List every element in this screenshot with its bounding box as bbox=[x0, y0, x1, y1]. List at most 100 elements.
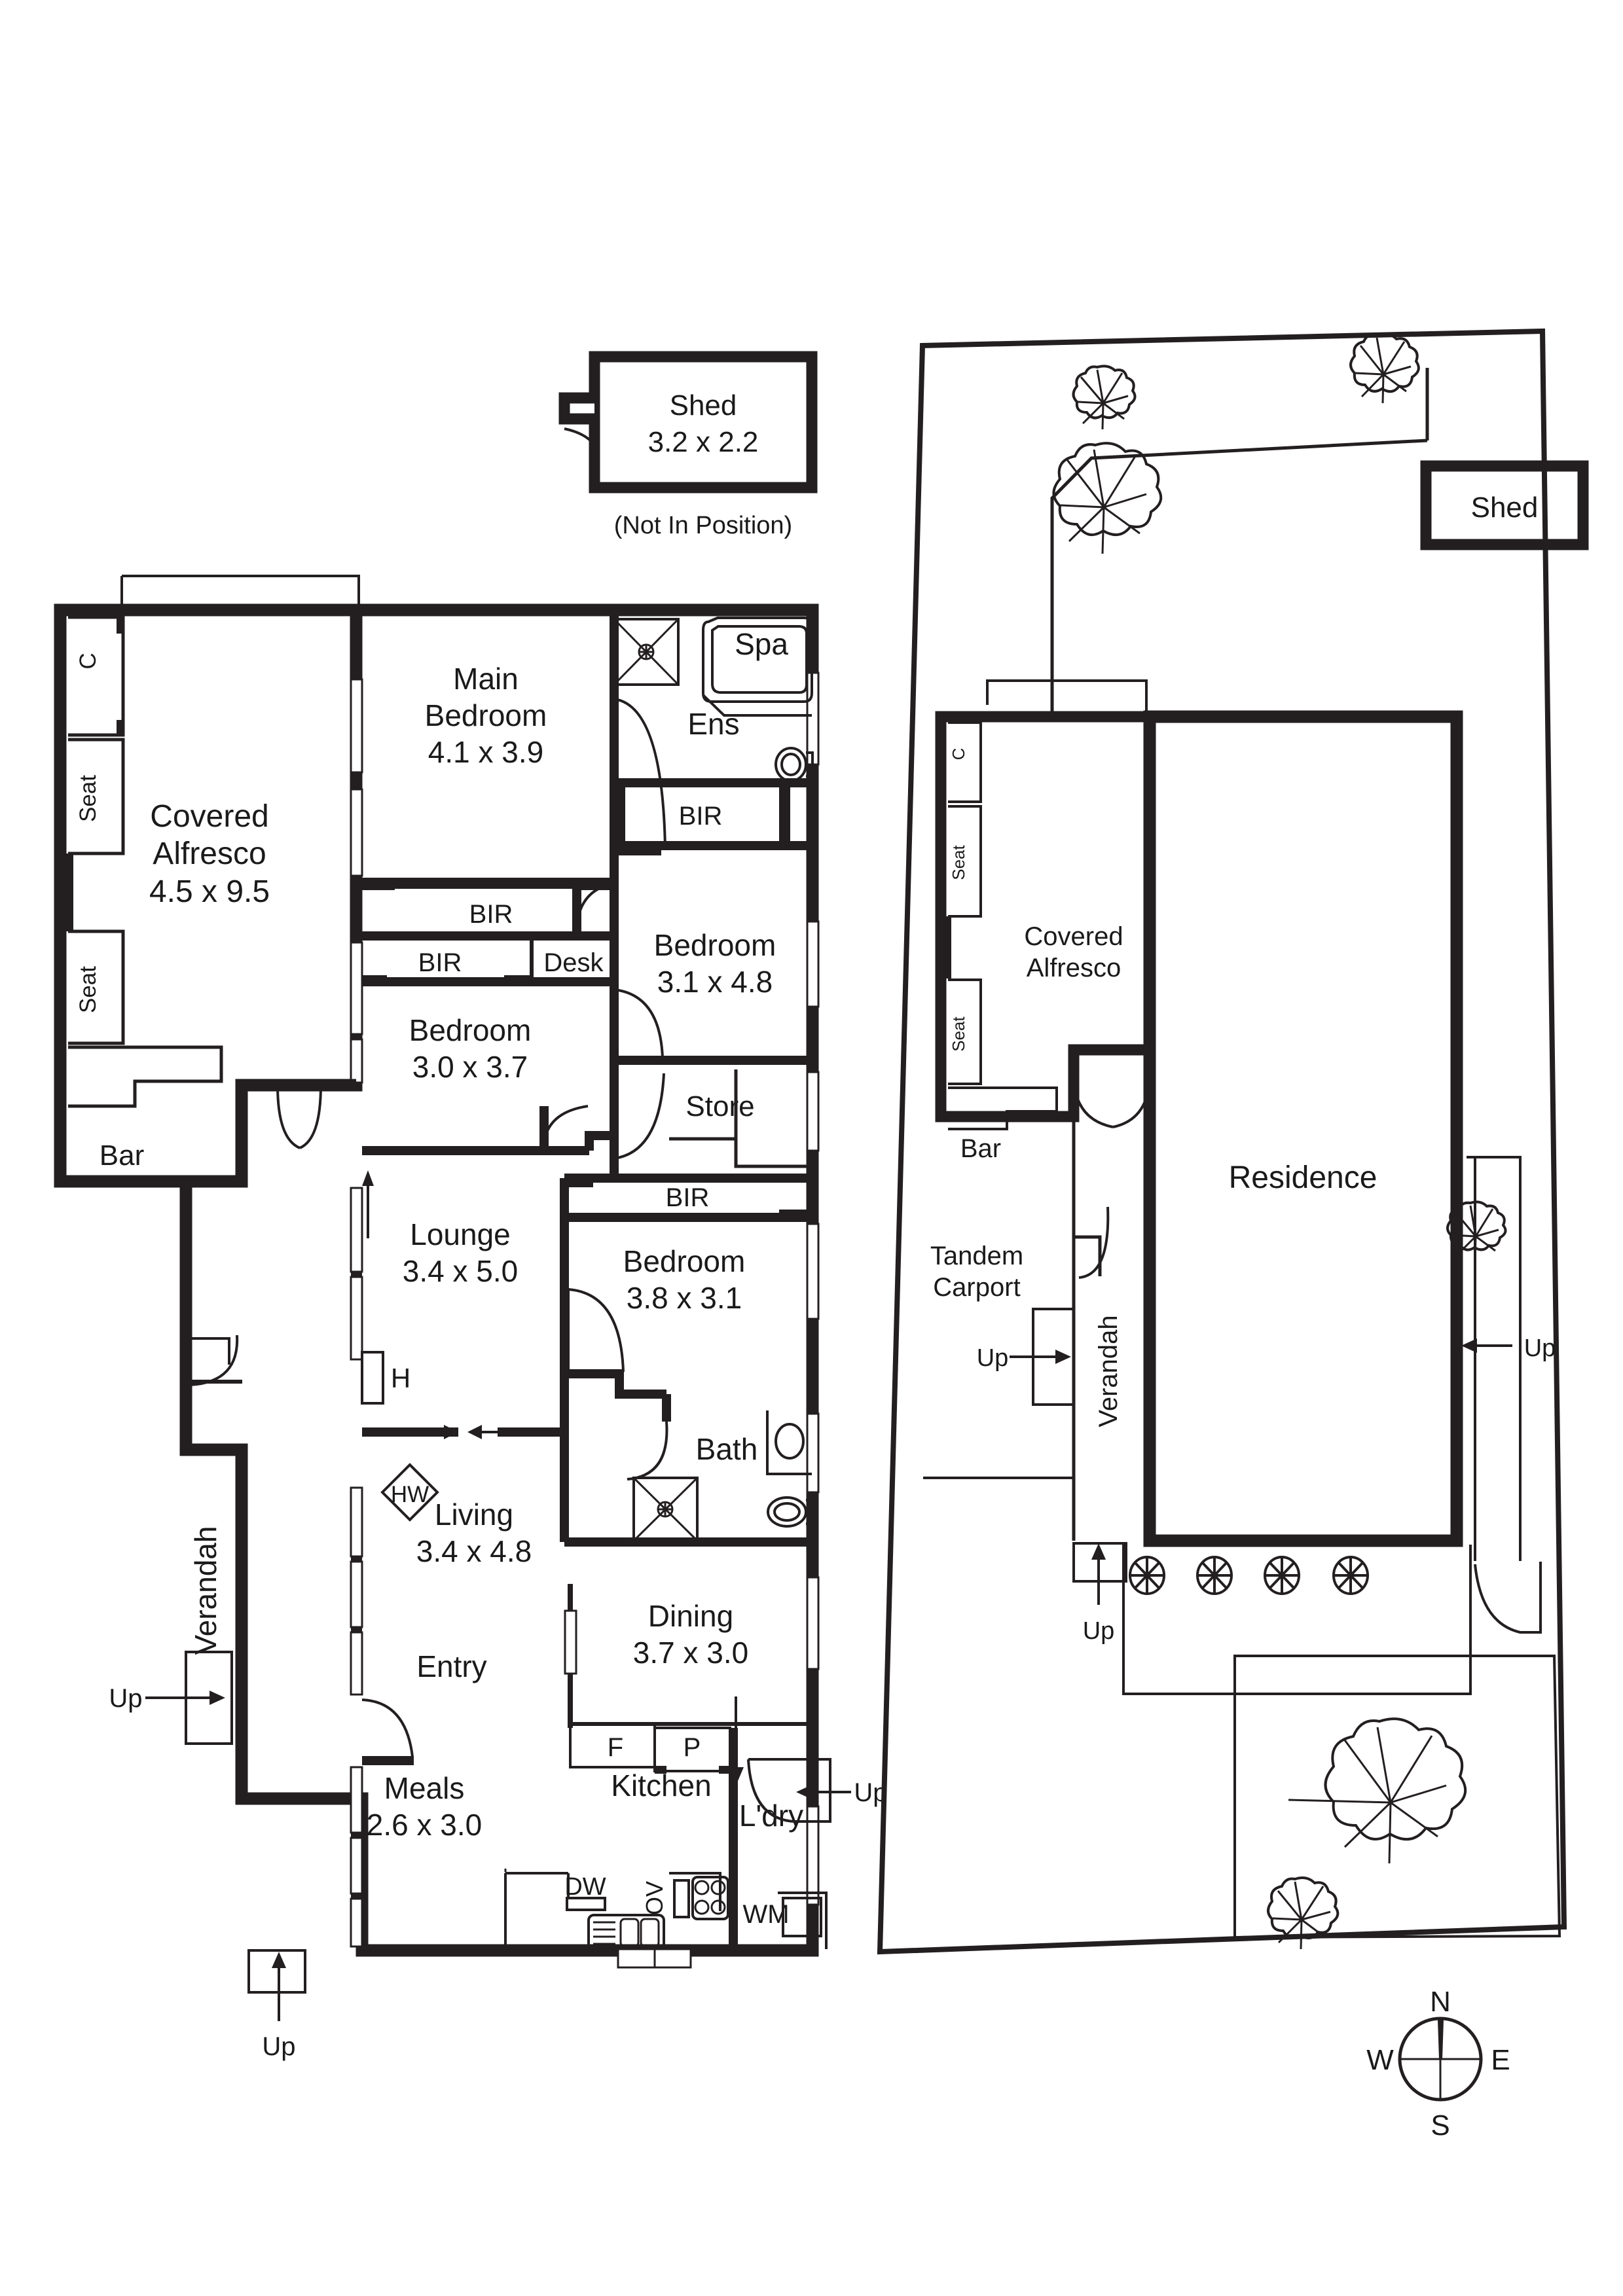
alfresco-seat-upper-label: Seat bbox=[75, 775, 101, 822]
bath-basin bbox=[775, 1423, 805, 1460]
dishwasher-label: DW bbox=[564, 1873, 606, 1901]
tree-icon bbox=[1349, 332, 1420, 404]
opening-arrow-head-b bbox=[467, 1425, 482, 1439]
window-bedroom3-b bbox=[350, 1038, 363, 1084]
site-cupboard-label: C bbox=[949, 748, 968, 761]
living-name: Living bbox=[435, 1498, 513, 1532]
verandah-up-arrow-head bbox=[210, 1691, 225, 1705]
window-divider-5 bbox=[351, 1627, 362, 1632]
site-alfresco-roof bbox=[986, 679, 1148, 717]
bir-ens-end-b bbox=[779, 783, 790, 846]
shed-door-swing bbox=[564, 427, 596, 446]
window-lounge-a bbox=[350, 1187, 363, 1273]
window-laundry bbox=[806, 1805, 820, 1906]
lounge-name: Lounge bbox=[410, 1217, 511, 1251]
desk-label: Desk bbox=[543, 948, 604, 977]
window-divider-6 bbox=[351, 1833, 362, 1838]
site-rear-garden bbox=[1233, 1655, 1561, 1939]
alfresco-name-line2: Alfresco bbox=[153, 836, 266, 871]
door-swing-alfresco-a bbox=[276, 1085, 301, 1149]
alfresco-seat-lower-label: Seat bbox=[75, 966, 101, 1013]
site-bar bbox=[948, 1086, 1058, 1130]
meals-step-box bbox=[247, 1949, 306, 1994]
opening-arrow-head-a bbox=[444, 1425, 458, 1439]
spa-platform bbox=[702, 694, 812, 717]
cupboard-end-b bbox=[117, 720, 124, 736]
window-store bbox=[806, 1071, 820, 1152]
shed-door-jamb bbox=[558, 392, 594, 425]
ensuite-label: Ens bbox=[687, 707, 739, 741]
spa-tub-outer bbox=[702, 617, 813, 703]
door-leaf-bed3 bbox=[539, 1106, 549, 1152]
tree-icon bbox=[1267, 1876, 1340, 1950]
compass-north-needle bbox=[1438, 2020, 1444, 2059]
bath-toilet-bowl bbox=[773, 1502, 801, 1522]
main-bedroom-dimensions: 4.1 x 3.9 bbox=[428, 735, 543, 769]
compass-west-label: W bbox=[1366, 2044, 1394, 2076]
window-lounge-b bbox=[350, 1276, 363, 1361]
site-shrub-row bbox=[1129, 1556, 1369, 1595]
door-swing-bed4 bbox=[568, 1288, 625, 1372]
bath-toilet-cistern bbox=[806, 1499, 814, 1525]
site-cupboard bbox=[948, 721, 982, 803]
bath-toilet bbox=[767, 1496, 807, 1528]
site-seat-lower bbox=[948, 978, 982, 1085]
sink-bowl-a bbox=[619, 1918, 640, 1948]
main-floor-plan: C Seat Seat Bar Covered Alfresco 4.5 x 9… bbox=[54, 575, 888, 2061]
door-swing-verandah bbox=[189, 1335, 239, 1386]
site-carport-label-a: Tandem bbox=[930, 1242, 1023, 1270]
compass-south-label: S bbox=[1431, 2109, 1450, 2142]
meals-dimensions: 2.6 x 3.0 bbox=[367, 1808, 482, 1842]
spa-label: Spa bbox=[735, 627, 788, 661]
alfresco-name-line1: Covered bbox=[150, 799, 268, 834]
tree-icon bbox=[1288, 1717, 1467, 1864]
shrub-icon bbox=[1196, 1556, 1233, 1595]
bir-bed4-end-a bbox=[564, 1178, 593, 1187]
window-living-a bbox=[350, 1486, 363, 1558]
site-shed bbox=[1420, 460, 1589, 550]
store-label: Store bbox=[685, 1090, 754, 1122]
tree-icon bbox=[1072, 365, 1137, 430]
site-residence-wall bbox=[1143, 710, 1463, 1547]
window-main-bedroom bbox=[350, 678, 363, 774]
shrub-icon bbox=[1129, 1556, 1165, 1595]
site-alfresco-label-b: Alfresco bbox=[1027, 954, 1122, 982]
detached-shed-group: Shed 3.2 x 2.2 (Not In Position) bbox=[558, 351, 818, 539]
site-door-jamb-top bbox=[1072, 1050, 1152, 1074]
meals-up-arrow-head bbox=[272, 1952, 286, 1968]
site-carport-up-head bbox=[1055, 1350, 1071, 1364]
bath-label: Bath bbox=[696, 1432, 758, 1466]
bir-ens-label: BIR bbox=[679, 802, 723, 831]
washing-machine-label: WM bbox=[742, 1900, 789, 1929]
window-bedroom3 bbox=[350, 941, 363, 1035]
site-verandah-door-swing bbox=[1078, 1206, 1110, 1279]
cooktop-burner-4 bbox=[710, 1899, 726, 1915]
bedroom4-dimensions: 3.8 x 3.1 bbox=[627, 1281, 742, 1315]
bir-main-end-a bbox=[362, 882, 395, 890]
window-divider-4 bbox=[351, 1556, 362, 1562]
laundry-arrow-head bbox=[728, 1767, 744, 1785]
site-shed-label: Shed bbox=[1471, 492, 1539, 524]
window-bath bbox=[806, 1412, 820, 1494]
site-carport-label-b: Carport bbox=[933, 1273, 1020, 1302]
tree-icon bbox=[1052, 442, 1163, 554]
bedroom2-dimensions: 3.1 x 4.8 bbox=[657, 965, 773, 999]
door-swing-bed2 bbox=[613, 988, 664, 1058]
lot-boundary bbox=[877, 328, 1567, 1955]
kitchen-bench-right-run bbox=[669, 1872, 721, 1911]
window-divider-3 bbox=[351, 1272, 362, 1277]
site-residence-label: Residence bbox=[1229, 1160, 1377, 1195]
window-divider-7 bbox=[351, 1893, 362, 1899]
path-line bbox=[1050, 439, 1428, 717]
verandah-label: Verandah bbox=[189, 1526, 223, 1655]
site-plan: Shed C Seat Seat Bar Covered Alfresco Re… bbox=[877, 328, 1589, 1955]
meals-name: Meals bbox=[384, 1771, 465, 1805]
wall-bed4-bottom bbox=[564, 1369, 666, 1399]
bir-bed4-label: BIR bbox=[666, 1183, 710, 1212]
main-bedroom-name-a: Main bbox=[453, 662, 519, 696]
door-swing-bath bbox=[627, 1421, 668, 1480]
site-front-up-label: Up bbox=[1083, 1617, 1115, 1645]
alfresco-bar-counter bbox=[68, 1045, 223, 1108]
alfresco-seat-upper bbox=[68, 738, 125, 855]
